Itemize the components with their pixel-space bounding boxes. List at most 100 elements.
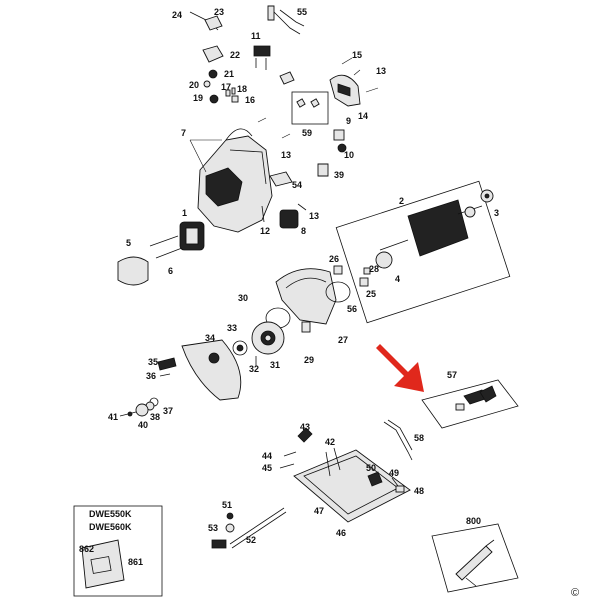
label-25: 25 — [366, 289, 376, 299]
label-48: 48 — [414, 486, 424, 496]
bolt-41: 41 — [108, 411, 137, 422]
label-21: 21 — [224, 69, 234, 79]
screw-36: 36 — [146, 371, 171, 381]
label-29: 29 — [304, 355, 314, 365]
washer-20: 20 — [189, 80, 211, 90]
label-8: 8 — [301, 226, 306, 236]
cord-23-24: 24 23 — [172, 7, 224, 31]
label-58: 58 — [414, 433, 424, 443]
clip-39: 39 — [317, 163, 344, 180]
spring-16: 16 — [231, 95, 255, 105]
base-plate-46-47: 47 46 — [293, 447, 411, 538]
label-1: 1 — [182, 208, 187, 218]
label-19: 19 — [193, 93, 203, 103]
label-30: 30 — [238, 293, 248, 303]
bushing-8: 8 — [279, 209, 306, 236]
cord-guard-55: 55 — [267, 5, 307, 35]
label-2: 2 — [399, 196, 404, 206]
ring-33: 33 — [227, 323, 248, 356]
lock-assembly-57: 57 — [421, 370, 519, 429]
label-14: 14 — [358, 111, 368, 121]
label-13-a: 13 — [281, 150, 291, 160]
screw-12-13: 12 13 — [260, 203, 319, 236]
clamp-22: 22 — [202, 45, 240, 63]
bracket-50: 50 — [366, 463, 383, 487]
screw-32: 32 — [249, 356, 259, 374]
label-53: 53 — [208, 523, 218, 533]
highlight-arrow — [368, 344, 424, 392]
tool-800-box: 800 — [431, 516, 519, 593]
label-43: 43 — [300, 422, 310, 432]
label-17: 17 — [221, 82, 231, 92]
screw-17-18: 17 18 — [221, 82, 247, 97]
o-ring-56: 56 — [325, 281, 357, 314]
label-7: 7 — [181, 128, 186, 138]
label-26: 26 — [329, 254, 339, 264]
label-51: 51 — [222, 500, 232, 510]
brush-9-10: 9 10 — [333, 116, 354, 160]
label-56: 56 — [347, 304, 357, 314]
parts-48-49: 49 48 — [389, 468, 424, 496]
kit-model-2: DWE560K — [89, 522, 132, 532]
label-862: 862 — [79, 544, 94, 554]
label-861: 861 — [128, 557, 143, 567]
label-27: 27 — [338, 335, 348, 345]
blade-guard-27: 27 — [275, 268, 348, 345]
label-38: 38 — [150, 412, 160, 422]
rod-58: 58 — [383, 419, 424, 461]
housing-7: 7 — [181, 128, 273, 233]
bearing-3: 3 — [480, 189, 499, 218]
spindle-31: 31 — [251, 321, 285, 370]
end-cap-5: 5 — [117, 238, 149, 286]
copyright-mark: © — [571, 587, 579, 599]
label-46: 46 — [336, 528, 346, 538]
label-34: 34 — [205, 333, 215, 343]
screws-44-45: 44 45 — [262, 451, 297, 473]
label-44: 44 — [262, 451, 272, 461]
pin-29: 29 — [301, 321, 314, 365]
label-13-c: 13 — [376, 66, 386, 76]
label-55: 55 — [297, 7, 307, 17]
knob-51-53: 51 53 — [208, 500, 235, 533]
label-28: 28 — [369, 264, 379, 274]
label-35: 35 — [148, 357, 158, 367]
parts-25-26-28: 26 28 25 — [329, 254, 379, 299]
nut-21: 21 — [208, 69, 234, 79]
label-9: 9 — [346, 116, 351, 126]
label-5: 5 — [126, 238, 131, 248]
label-16: 16 — [245, 95, 255, 105]
label-47: 47 — [314, 506, 324, 516]
label-3: 3 — [494, 208, 499, 218]
flange-40: 40 — [135, 403, 149, 430]
label-59: 59 — [302, 128, 312, 138]
label-37: 37 — [163, 406, 173, 416]
label-40: 40 — [138, 420, 148, 430]
label-57: 57 — [447, 370, 457, 380]
label-800: 800 — [466, 516, 481, 526]
stator-1: 1 — [179, 208, 205, 251]
label-54: 54 — [292, 180, 302, 190]
lever-35: 35 — [148, 357, 177, 371]
cover-14: 15 14 — [329, 50, 379, 121]
kit-case-box: DWE550K DWE560K 862 861 — [73, 505, 163, 597]
lower-guard-34: 34 — [181, 333, 242, 401]
label-4: 4 — [395, 274, 400, 284]
label-41: 41 — [108, 412, 118, 422]
label-6: 6 — [168, 266, 173, 276]
rip-fence-52: 52 — [211, 507, 287, 549]
label-23: 23 — [214, 7, 224, 17]
screws-6: 6 — [149, 235, 183, 276]
label-39: 39 — [334, 170, 344, 180]
label-18: 18 — [237, 84, 247, 94]
plate-54: 54 — [269, 171, 302, 190]
label-13-b: 13 — [309, 211, 319, 221]
label-22: 22 — [230, 50, 240, 60]
label-49: 49 — [389, 468, 399, 478]
brush-holders-59: 59 — [291, 91, 329, 138]
fitting-group — [279, 71, 295, 85]
switch-11: 11 — [251, 31, 271, 70]
label-12: 12 — [260, 226, 270, 236]
label-24: 24 — [172, 10, 182, 20]
bushing-19: 19 — [193, 93, 219, 104]
